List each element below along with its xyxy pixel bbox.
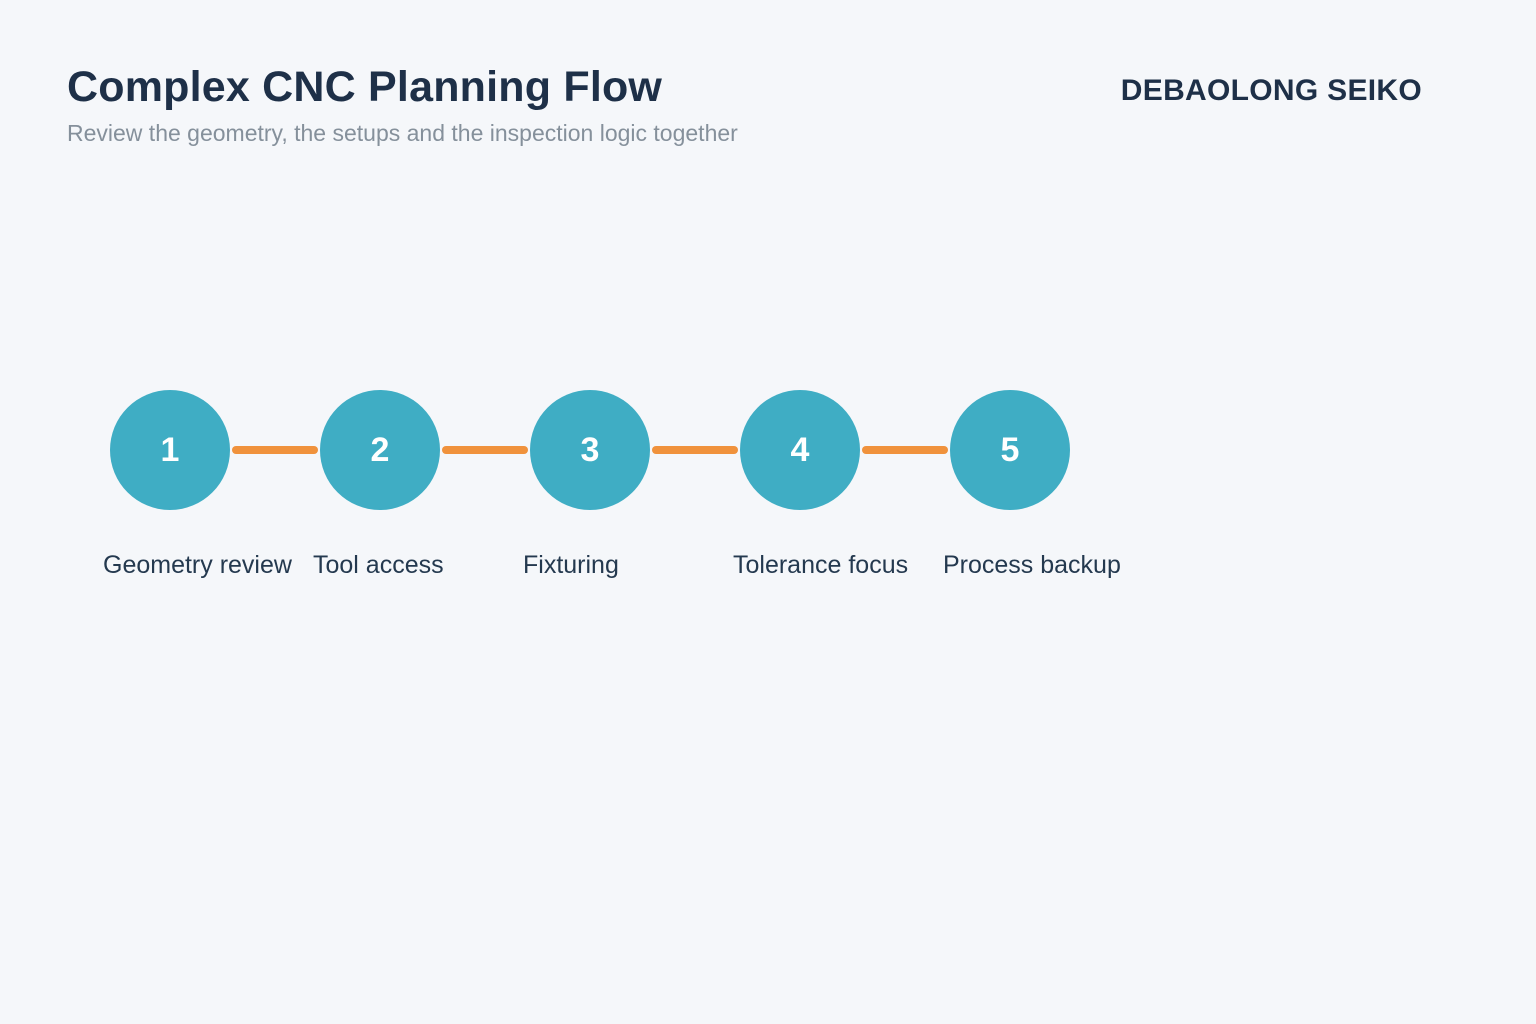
step-circle: 4 [740, 390, 860, 510]
step-label: Tolerance focus [733, 551, 909, 579]
flow-steps: 1 Geometry review 2 Tool access 3 Fixtur… [65, 390, 1121, 580]
step-number: 2 [370, 431, 390, 469]
step-number: 3 [580, 431, 600, 469]
step-circle: 1 [110, 390, 230, 510]
step-number: 1 [160, 431, 180, 469]
step-circle: 2 [320, 390, 440, 510]
process-flow: 1 Geometry review 2 Tool access 3 Fixtur… [65, 390, 1121, 580]
step-circle: 3 [530, 390, 650, 510]
title-block: Complex CNC Planning Flow Review the geo… [67, 63, 738, 148]
step-number: 5 [1000, 431, 1020, 469]
step-circle: 5 [950, 390, 1070, 510]
step-number: 4 [790, 431, 810, 469]
header: Complex CNC Planning Flow Review the geo… [0, 0, 1536, 160]
page-subtitle: Review the geometry, the setups and the … [67, 120, 738, 147]
flow-step: 1 Geometry review [65, 390, 318, 580]
step-label: Tool access [313, 551, 444, 579]
flow-step: 2 Tool access [275, 390, 528, 580]
brand-text: DEBAOLONG SEIKO [1120, 74, 1422, 107]
step-label: Fixturing [523, 551, 619, 579]
flow-step: 4 Tolerance focus [695, 390, 948, 580]
step-label: Process backup [943, 551, 1121, 579]
step-label: Geometry review [103, 551, 292, 579]
flow-step: 3 Fixturing [485, 390, 738, 580]
flow-step: 5 Process backup [905, 390, 1121, 580]
page-title: Complex CNC Planning Flow [67, 63, 663, 111]
